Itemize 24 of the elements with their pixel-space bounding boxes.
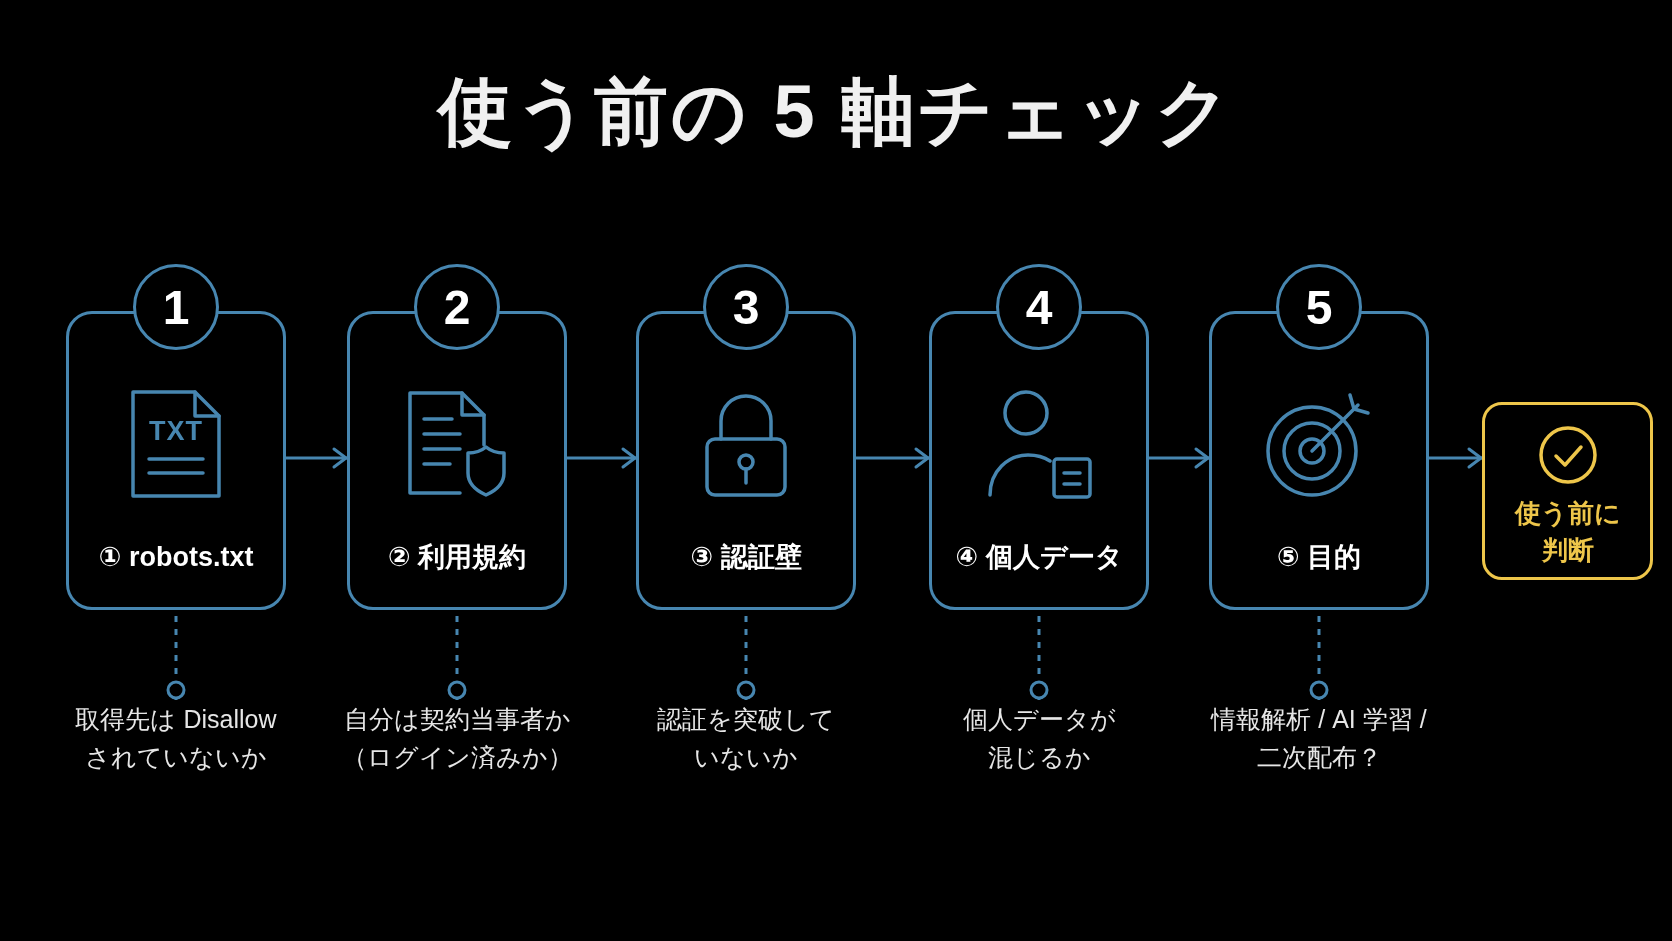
arrow [286,447,348,469]
note-text: 取得先は Disallow されていないか [45,700,307,776]
step-label: ① robots.txt [98,541,254,574]
step-label: ⑤ 目的 [1276,541,1362,574]
file-type-label: TXT [149,416,203,446]
title: 使う前の 5 軸チェック [437,69,1235,155]
step-label: ④ 個人データ [955,541,1123,574]
number-badge: 3 [703,264,789,350]
number-badge: 4 [996,264,1082,350]
note-text: 自分は契約当事者か（ログイン済みか） [335,700,579,776]
note-text: 認証を突破していないか [655,700,837,776]
step-label: ② 利用規約 [387,541,527,574]
note-text: 情報解析 / AI 学習 / 二次配布？ [1201,700,1437,776]
arrow [856,447,930,469]
number-badge: 2 [414,264,500,350]
arrow [1429,447,1483,469]
number-badge: 5 [1276,264,1362,350]
result-box [1482,402,1653,580]
arrow [567,447,637,469]
note-text: 個人データが混じるか [959,700,1119,776]
arrow [1149,447,1210,469]
number-badge: 1 [133,264,219,350]
result-label: 使う前に判断 [1513,497,1622,567]
step-label: ③ 認証壁 [690,541,802,574]
